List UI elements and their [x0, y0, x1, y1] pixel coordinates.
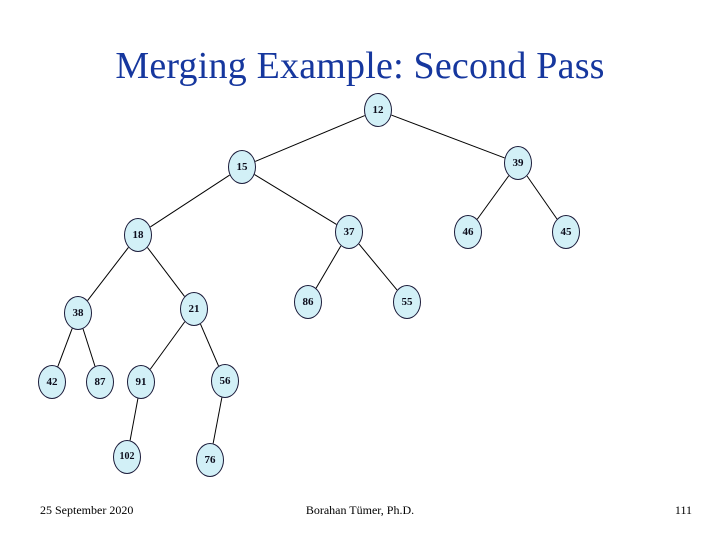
tree-node: 39 [504, 146, 532, 180]
tree-edge [254, 174, 337, 225]
tree-edge [200, 323, 219, 367]
tree-node: 18 [124, 218, 152, 252]
tree-node: 91 [127, 365, 155, 399]
tree-node: 45 [552, 215, 580, 249]
tree-node: 21 [180, 292, 208, 326]
page-title: Merging Example: Second Pass [115, 45, 605, 87]
tree-node: 38 [64, 296, 92, 330]
tree-edge [358, 243, 398, 291]
tree-node: 12 [364, 93, 392, 127]
tree-node: 56 [211, 364, 239, 398]
tree-node: 76 [196, 443, 224, 477]
tree-node: 86 [294, 285, 322, 319]
tree-edge [150, 174, 230, 228]
tree-edge [476, 175, 510, 220]
tree-edge [212, 397, 223, 444]
tree-edge [526, 175, 558, 220]
tree-edge [57, 328, 73, 367]
tree-node: 15 [228, 150, 256, 184]
tree-edge [82, 328, 96, 367]
tree-node: 55 [393, 285, 421, 319]
tree-node: 102 [113, 440, 141, 474]
tree-node: 37 [335, 215, 363, 249]
tree-edge [149, 321, 186, 370]
tree-node: 46 [454, 215, 482, 249]
footer-date: 25 September 2020 [40, 503, 134, 517]
tree-edge [87, 247, 129, 301]
tree-edge [391, 114, 505, 159]
tree-edge [147, 247, 185, 297]
tree-edge [129, 398, 139, 441]
tree-edge [315, 245, 342, 289]
footer-author: Borahan Tümer, Ph.D. [305, 503, 415, 517]
tree-node: 42 [38, 365, 66, 399]
tree-node: 87 [86, 365, 114, 399]
tree-edge [255, 115, 365, 162]
footer-page-number: 111 [674, 503, 692, 517]
